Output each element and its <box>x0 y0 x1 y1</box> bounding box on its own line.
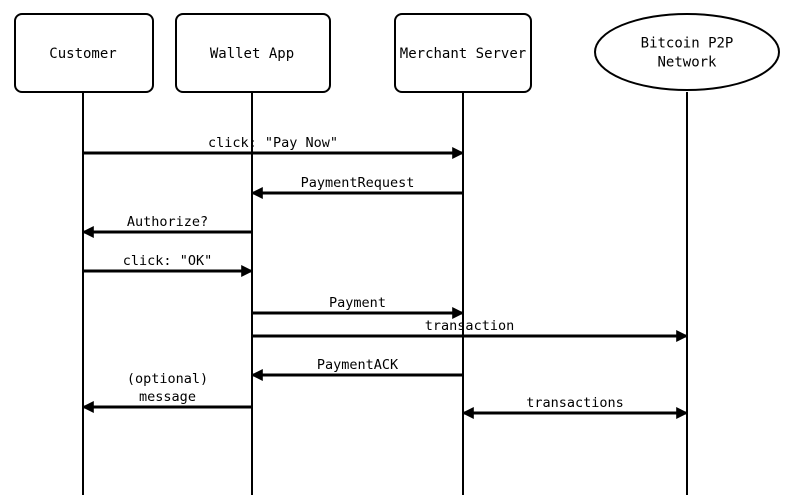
message-label: PaymentACK <box>317 357 399 373</box>
message-7: PaymentACK <box>250 357 463 381</box>
message-label: click: "Pay Now" <box>208 135 338 151</box>
wallet-box <box>175 13 331 93</box>
message-label: click: "OK" <box>123 253 212 269</box>
message-label: transaction <box>425 318 514 334</box>
message-1: click: "Pay Now" <box>83 135 465 159</box>
participant-merchant: Merchant Server <box>394 13 532 93</box>
participant-customer: Customer <box>14 13 154 93</box>
message-label: (optional) <box>127 371 208 387</box>
network-ellipse <box>594 13 780 91</box>
participant-wallet: Wallet App <box>175 13 331 93</box>
participant-label: Bitcoin P2P <box>641 36 734 52</box>
message-3: Authorize? <box>81 214 252 238</box>
participant-label: Wallet App <box>210 46 294 62</box>
merchant-box <box>394 13 532 93</box>
message-label: Payment <box>329 295 386 311</box>
message-9: transactions <box>461 395 689 419</box>
message-5: Payment <box>252 295 465 319</box>
participant-label: Merchant Server <box>400 46 526 62</box>
participant-label: Network <box>657 55 717 71</box>
message-4: click: "OK" <box>83 253 254 277</box>
message-label: PaymentRequest <box>301 175 415 191</box>
message-label: message <box>139 389 196 405</box>
message-label: transactions <box>526 395 624 411</box>
message-label: Authorize? <box>127 214 208 230</box>
participant-label: Customer <box>49 46 116 62</box>
customer-box <box>14 13 154 93</box>
message-8: (optional) message <box>81 371 252 413</box>
participant-network: Bitcoin P2P Network <box>594 13 780 91</box>
message-2: PaymentRequest <box>250 175 463 199</box>
message-6: transaction <box>252 318 689 342</box>
